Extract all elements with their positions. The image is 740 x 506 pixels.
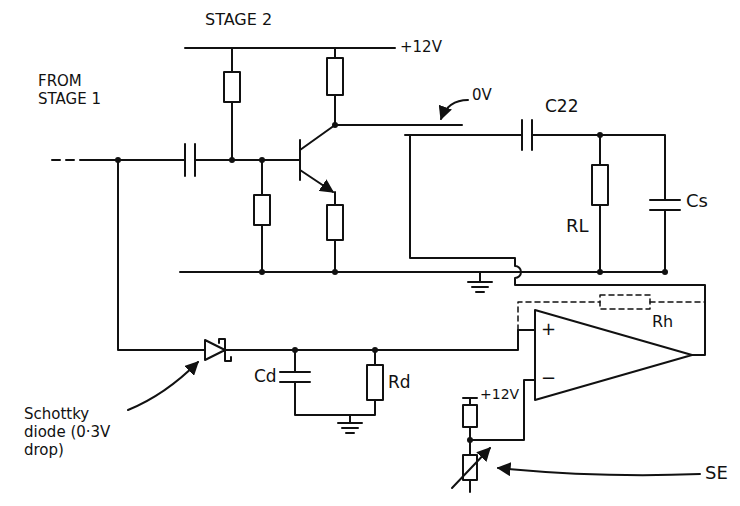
wire bbox=[470, 380, 535, 440]
ground-rail bbox=[180, 271, 665, 273]
supply-label: +12V bbox=[400, 38, 442, 56]
capacitor-symbol bbox=[650, 200, 680, 210]
resistor-label: RL bbox=[566, 215, 589, 237]
mosfet-channel bbox=[405, 134, 465, 136]
source-note: FROM STAGE 1 bbox=[38, 72, 128, 108]
capacitor-label: Cs bbox=[686, 190, 708, 212]
resistor-symbol bbox=[224, 72, 240, 102]
leader-line bbox=[441, 100, 468, 119]
ground-symbol bbox=[468, 272, 492, 292]
junction-dot bbox=[372, 347, 378, 353]
junction-dot bbox=[597, 132, 603, 138]
supply-label: +12V bbox=[480, 386, 519, 403]
resistor-symbol bbox=[327, 205, 343, 240]
junction-dot bbox=[332, 122, 338, 128]
junction-dot bbox=[662, 269, 668, 275]
junction-dot bbox=[115, 157, 121, 163]
capacitor-label: C22 bbox=[545, 96, 579, 116]
wire bbox=[231, 48, 233, 160]
set-note: SE bbox=[705, 462, 728, 484]
junction-dot bbox=[467, 437, 473, 443]
resistor-label: Rd bbox=[388, 372, 411, 392]
mosfet-gate bbox=[335, 124, 462, 126]
transistor-emitter bbox=[300, 170, 333, 192]
capacitor-symbol bbox=[185, 144, 195, 176]
capacitor-symbol bbox=[280, 372, 310, 382]
wire bbox=[463, 398, 477, 492]
supply-rail bbox=[185, 47, 395, 49]
resistor-symbol bbox=[592, 165, 608, 205]
junction-dot bbox=[292, 347, 298, 353]
junction-dot bbox=[229, 157, 235, 163]
bias-label: 0V bbox=[472, 86, 492, 104]
stage-label: STAGE 2 bbox=[205, 10, 272, 29]
opamp-symbol bbox=[535, 310, 692, 400]
resistor-symbol bbox=[254, 195, 270, 225]
junction-dot bbox=[332, 269, 338, 275]
wire bbox=[195, 159, 300, 161]
capacitor-symbol bbox=[522, 120, 532, 150]
junction-dot bbox=[259, 157, 265, 163]
transistor-base bbox=[299, 140, 301, 180]
junction-dot bbox=[259, 269, 265, 275]
ground-symbol bbox=[338, 415, 362, 433]
leader-line bbox=[498, 468, 700, 475]
wire bbox=[118, 160, 205, 350]
junction-dot bbox=[597, 269, 603, 275]
variable-arrow bbox=[452, 448, 490, 488]
wire bbox=[532, 135, 665, 272]
diode-note: Schottky diode (0·3V drop) bbox=[24, 405, 128, 459]
wire bbox=[225, 330, 535, 350]
variable-resistor-symbol bbox=[463, 455, 477, 480]
resistor-symbol bbox=[463, 405, 477, 427]
resistor-label: Rh bbox=[652, 312, 673, 331]
input-sign: + bbox=[541, 318, 556, 340]
resistor-symbol bbox=[327, 58, 343, 95]
input-sign: − bbox=[541, 367, 556, 389]
resistor-symbol bbox=[367, 365, 383, 400]
wire bbox=[465, 134, 522, 136]
leader-line bbox=[128, 362, 198, 410]
feedback-resistor-symbol bbox=[600, 295, 650, 309]
capacitor-label: Cd bbox=[254, 366, 277, 386]
